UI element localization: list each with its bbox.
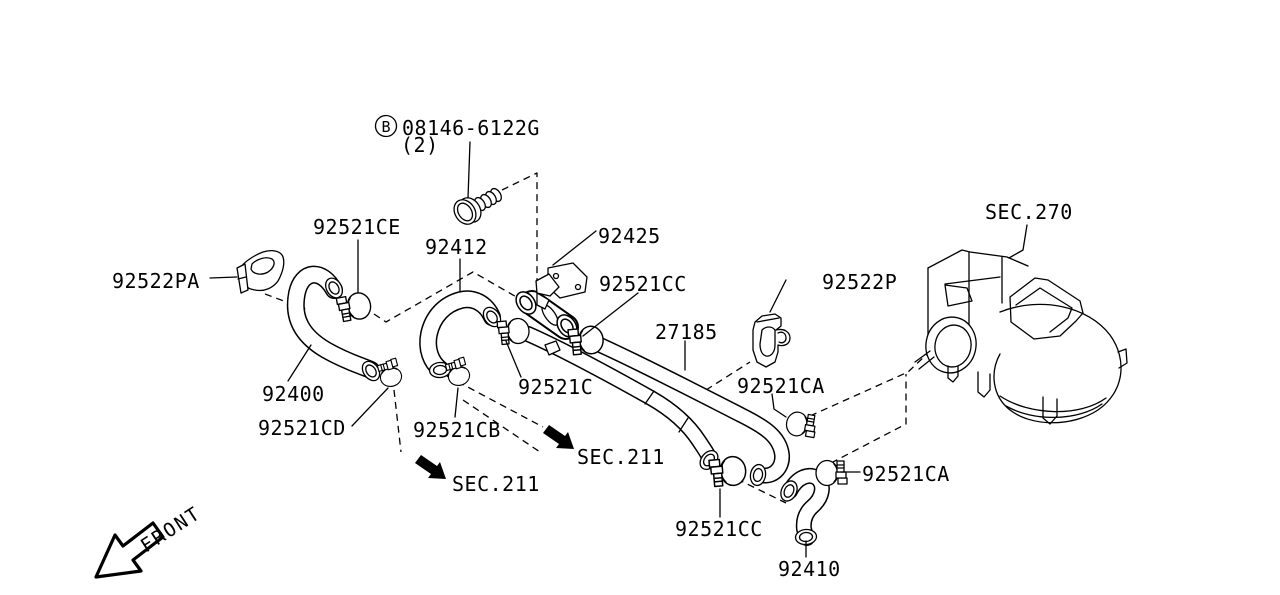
callout-92425[interactable]: 92425 bbox=[598, 224, 661, 248]
callout-bolt-part-number[interactable]: 08146-6122G bbox=[402, 116, 540, 140]
callout-92521ce[interactable]: 92521CE bbox=[313, 215, 401, 239]
hose-92410-drawing bbox=[777, 467, 830, 547]
circled-b-outline bbox=[374, 114, 398, 138]
callout-92521cb[interactable]: 92521CB bbox=[413, 418, 501, 442]
callout-92412[interactable]: 92412 bbox=[425, 235, 488, 259]
callout-bolt-prefix: B bbox=[381, 118, 390, 136]
callout-92400[interactable]: 92400 bbox=[262, 382, 325, 406]
heater-unit-sec270-drawing bbox=[914, 249, 1128, 425]
callout-92521c[interactable]: 92521C bbox=[518, 375, 593, 399]
callout-92521cc-upper[interactable]: 92521CC bbox=[599, 272, 687, 296]
callout-sec211-right[interactable]: SEC.211 bbox=[577, 445, 665, 469]
callout-92410[interactable]: 92410 bbox=[778, 557, 841, 581]
mount-92522p-drawing bbox=[752, 313, 791, 368]
mount-92522pa-drawing bbox=[236, 250, 285, 294]
front-arrow bbox=[94, 521, 165, 579]
callout-92521cd[interactable]: 92521CD bbox=[258, 416, 346, 440]
callout-92522p[interactable]: 92522P bbox=[822, 270, 897, 294]
callout-27185[interactable]: 27185 bbox=[655, 320, 718, 344]
hose-92400-drawing bbox=[286, 265, 384, 385]
callout-92521ca-upper[interactable]: 92521CA bbox=[737, 374, 825, 398]
callout-sec270[interactable]: SEC.270 bbox=[985, 200, 1073, 224]
callout-sec211-left[interactable]: SEC.211 bbox=[452, 472, 540, 496]
bolt-drawing bbox=[453, 187, 502, 225]
valve-92425-drawing bbox=[511, 262, 588, 342]
callout-92521ca-lower[interactable]: 92521CA bbox=[862, 462, 950, 486]
callout-92522pa[interactable]: 92522PA bbox=[112, 269, 200, 293]
tube-assembly-27185-drawing bbox=[520, 326, 791, 488]
hose-92412-drawing bbox=[419, 290, 505, 380]
sec211-arrow-left bbox=[415, 455, 446, 479]
leader-lines bbox=[209, 141, 1028, 558]
callout-bolt-quantity: (2) bbox=[401, 133, 439, 157]
callout-92521cc-lower[interactable]: 92521CC bbox=[675, 517, 763, 541]
sec211-arrow-right bbox=[543, 425, 574, 449]
